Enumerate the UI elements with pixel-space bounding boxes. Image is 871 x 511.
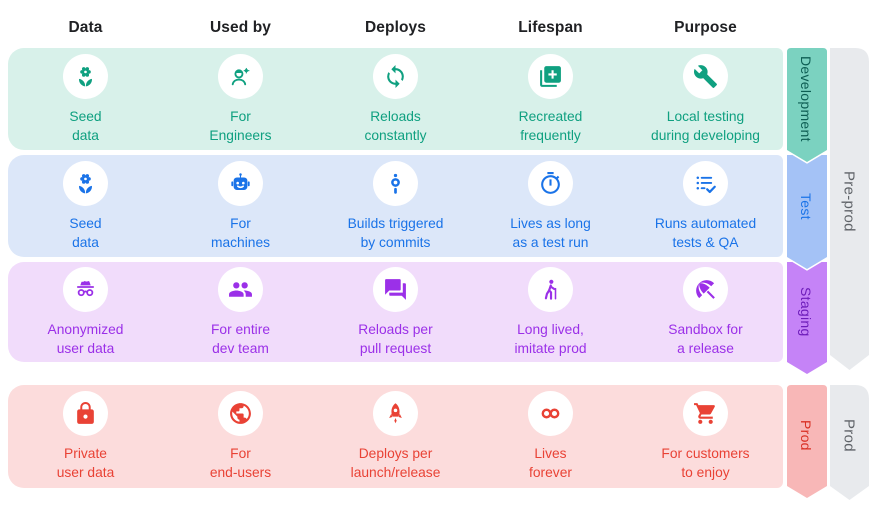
column-header-purpose: Purpose [674, 19, 737, 36]
cell-test-lifespan: Lives as long as a test run [473, 155, 628, 257]
cell-label: Local testing during developing [651, 108, 760, 143]
rocket-icon [373, 391, 418, 436]
cell-label: Reloads per pull request [358, 321, 433, 356]
cell-test-data: Seed data [8, 155, 163, 257]
cell-label: Lives forever [529, 446, 572, 480]
row-development-band: Seed data For Engineers Reloads constant… [8, 48, 783, 150]
cell-label: Recreated frequently [518, 108, 583, 143]
cell-development-data: Seed data [8, 48, 163, 150]
cell-label: Private user data [56, 446, 115, 480]
cell-staging-purpose: Sandbox for a release [628, 262, 783, 362]
seedling-icon [63, 53, 108, 99]
cell-development-used-by: For Engineers [163, 48, 318, 150]
cell-prod-purpose: For customers to enjoy [628, 385, 783, 488]
cell-staging-deploys: Reloads per pull request [318, 262, 473, 362]
library-add-icon [528, 53, 573, 99]
cell-label: For end-users [209, 446, 272, 480]
robot-icon [218, 160, 263, 206]
test-ribbon [785, 153, 829, 271]
wrench-icon [683, 53, 728, 99]
cell-label: Runs automated tests & QA [654, 215, 757, 250]
column-header-deploys: Deploys [365, 19, 426, 36]
cell-label: For machines [210, 215, 271, 250]
sync-icon [373, 53, 418, 99]
cart-icon [683, 391, 728, 436]
prod-group-ribbon [830, 385, 869, 500]
lock-icon [63, 391, 108, 436]
staging-ribbon [785, 260, 829, 376]
cell-label: Sandbox for a release [668, 321, 743, 356]
umbrella-icon [683, 266, 728, 312]
cell-prod-lifespan: Lives forever [473, 385, 628, 488]
cell-label: For Engineers [209, 108, 272, 143]
cell-development-deploys: Reloads constantly [318, 48, 473, 150]
cell-label: For customers to enjoy [661, 446, 750, 480]
cell-label: Builds triggered by commits [347, 215, 444, 250]
row-staging-band: Anonymized user data For entire dev team… [8, 262, 783, 362]
cell-test-deploys: Builds triggered by commits [318, 155, 473, 257]
ribbon-rail [785, 46, 869, 500]
cell-label: Deploys per launch/release [350, 446, 441, 480]
seedling-icon [63, 160, 108, 206]
cell-staging-lifespan: Long lived, imitate prod [473, 262, 628, 362]
chat-icon [373, 266, 418, 312]
column-header-data: Data [68, 19, 103, 36]
cell-label: Reloads constantly [364, 108, 427, 143]
column-header-lifespan: Lifespan [518, 19, 583, 36]
cell-label: Seed data [69, 108, 102, 143]
elderly-icon [528, 266, 573, 312]
development-ribbon [785, 46, 829, 164]
column-header-used-by: Used by [210, 19, 271, 36]
globe-icon [218, 391, 263, 436]
cell-development-lifespan: Recreated frequently [473, 48, 628, 150]
checklist-icon [683, 160, 728, 206]
cell-label: Seed data [69, 215, 102, 250]
preprod-ribbon [830, 48, 869, 370]
cell-label: Anonymized user data [47, 321, 124, 356]
cell-label: For entire dev team [210, 321, 271, 356]
column-headers: Data Used by Deploys Lifespan Purpose [8, 12, 783, 44]
cell-test-used-by: For machines [163, 155, 318, 257]
cell-prod-data: Private user data [8, 385, 163, 488]
cell-label: Long lived, imitate prod [514, 321, 587, 356]
cell-label: Lives as long as a test run [510, 215, 591, 250]
engineer-icon [218, 53, 263, 99]
group-icon [218, 266, 263, 312]
cell-prod-deploys: Deploys per launch/release [318, 385, 473, 488]
cell-test-purpose: Runs automated tests & QA [628, 155, 783, 257]
prod-ribbon [785, 383, 829, 500]
infinity-icon [528, 391, 573, 436]
row-test-band: Seed data For machines Builds triggered … [8, 155, 783, 257]
cell-staging-data: Anonymized user data [8, 262, 163, 362]
row-prod-band: Private user data For end-users Deploys … [8, 385, 783, 488]
incognito-icon [63, 266, 108, 312]
cell-staging-used-by: For entire dev team [163, 262, 318, 362]
commit-icon [373, 160, 418, 206]
cell-prod-used-by: For end-users [163, 385, 318, 488]
cell-development-purpose: Local testing during developing [628, 48, 783, 150]
timer-icon [528, 160, 573, 206]
